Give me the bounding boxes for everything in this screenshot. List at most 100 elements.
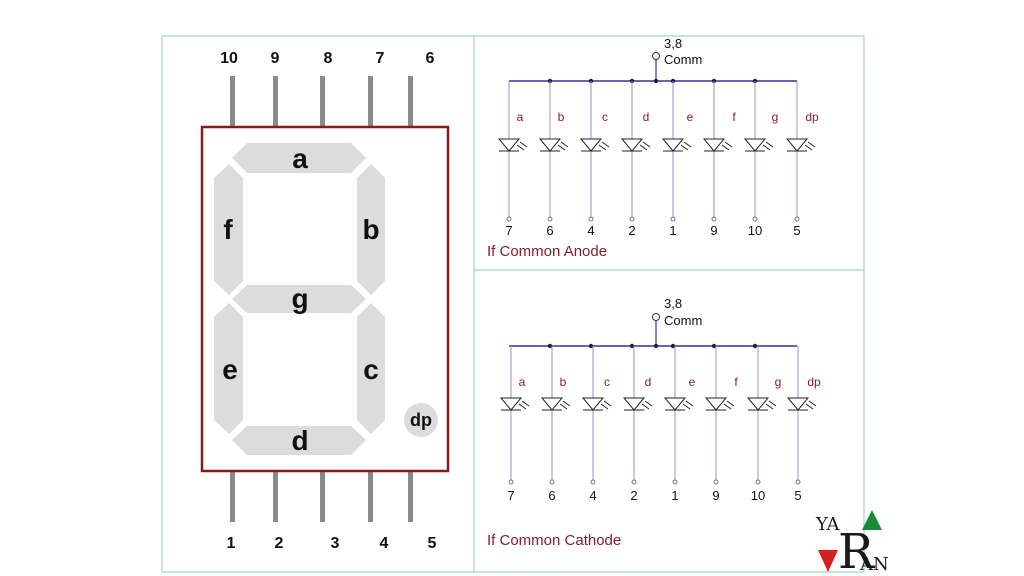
cathode-pin-number: 7: [507, 488, 514, 503]
cathode-led-arrow: [685, 400, 694, 407]
bottom-pin-leads: [230, 471, 413, 522]
cathode-pin-terminal: [549, 479, 555, 485]
anode-pin-number: 7: [505, 223, 512, 238]
cathode-led-icon: [540, 397, 571, 411]
bottom-pin-number: 4: [380, 535, 389, 552]
cathode-comm-label: Comm: [664, 313, 702, 328]
cathode-pin-number: 6: [548, 488, 555, 503]
cathode-led-triangle: [540, 397, 564, 411]
pin-lead-6: [408, 76, 413, 127]
yaran-logo: YA R AN: [815, 510, 889, 576]
anode-pin-number: 9: [710, 223, 717, 238]
anode-led-label: a: [517, 110, 524, 124]
anode-comm-label: Comm: [664, 52, 702, 67]
junction-dot: [629, 343, 635, 349]
anode-led-triangle: [743, 138, 767, 152]
anode-led-arrow: [724, 141, 733, 148]
anode-pin-terminal: [711, 216, 717, 222]
anode-comm-pins: 3,8: [664, 36, 682, 51]
segments: [214, 143, 438, 455]
pin-lead-1: [230, 471, 235, 522]
pin-lead-4: [368, 471, 373, 522]
anode-led-arrow: [519, 141, 528, 148]
anode-led-label: e: [687, 110, 694, 124]
pin-lead-10: [230, 76, 235, 127]
cathode-led-arrow: [559, 403, 568, 410]
pin-lead-5: [408, 471, 413, 522]
cathode-pin-terminal: [672, 479, 678, 485]
cathode-led-arrow: [805, 403, 814, 410]
anode-led-arrow: [560, 141, 569, 148]
anode-led-triangle: [661, 138, 685, 152]
cathode-pin-number: 9: [712, 488, 719, 503]
segment-a-shape: [232, 143, 366, 173]
segment-b-label: b: [362, 214, 379, 245]
segment-c-shape: [357, 303, 385, 434]
anode-led-icon: [620, 138, 651, 152]
logo-text-ya: YA: [815, 514, 840, 535]
segment-f-shape: [214, 164, 243, 295]
top-pin-number: 7: [376, 50, 385, 67]
anode-led-arrow: [804, 144, 813, 151]
anode-caption: If Common Anode: [487, 243, 607, 260]
common-anode-circuit: 3,8 Comm a b c d e f g dp 7 6 4 2 1: [487, 36, 819, 260]
segment-dp-label: dp: [410, 410, 432, 430]
logo-green-triangle-icon: [862, 510, 882, 530]
segment-e-shape: [214, 303, 243, 434]
cathode-pin-terminal: [713, 479, 719, 485]
anode-led-triangle: [785, 138, 809, 152]
anode-pin-terminal: [547, 216, 553, 222]
cathode-led-arrow: [682, 403, 691, 410]
junction-dot: [670, 343, 676, 349]
display-package: a b f g e c d dp 10 9 8 7 6 1 2 3 4 5: [200, 50, 450, 552]
cathode-led-triangle: [581, 397, 605, 411]
cathode-led-label: f: [734, 375, 738, 389]
segment-a-label: a: [292, 143, 308, 174]
cathode-led-triangle: [663, 397, 687, 411]
anode-led-arrow: [601, 141, 610, 148]
segment-d-label: d: [291, 425, 308, 456]
anode-led-labels: a b c d e f g dp: [517, 110, 819, 124]
cathode-pin-terminal: [755, 479, 761, 485]
cathode-led-triangle: [622, 397, 646, 411]
anode-pin-terminal: [629, 216, 635, 222]
cathode-led-arrow: [726, 400, 735, 407]
segment-c-label: c: [363, 354, 379, 385]
cathode-led-label: dp: [807, 375, 821, 389]
bottom-pin-number: 1: [227, 535, 236, 552]
pin-lead-3: [320, 471, 325, 522]
junction-dot: [653, 343, 659, 349]
cathode-led-arrow: [518, 403, 527, 410]
cathode-led-icon: [499, 397, 530, 411]
cathode-led-label: g: [775, 375, 782, 389]
junction-dot: [711, 343, 717, 349]
cathode-led-triangle: [704, 397, 728, 411]
segment-labels: a b f g e c d dp: [222, 143, 432, 456]
segment-b-shape: [357, 164, 385, 295]
cathode-led-arrow: [768, 400, 777, 407]
segment-d-shape: [232, 426, 366, 455]
cathode-led-icon: [581, 397, 612, 411]
cathode-led-arrow: [765, 403, 774, 410]
cathode-led-icon: [746, 397, 777, 411]
anode-led-arrow: [680, 144, 689, 151]
anode-led-arrow: [765, 141, 774, 148]
cathode-led-label: d: [645, 375, 652, 389]
cathode-led-label: c: [604, 375, 610, 389]
cathode-led-triangle: [499, 397, 523, 411]
segment-f-label: f: [223, 214, 233, 245]
anode-led-arrow: [683, 141, 692, 148]
cathode-led-label: a: [519, 375, 526, 389]
anode-led-icon: [497, 138, 528, 152]
cathode-led-icon: [704, 397, 735, 411]
cathode-led-label: e: [689, 375, 696, 389]
cathode-pin-numbers: 7 6 4 2 1 9 10 5: [507, 488, 801, 503]
anode-pin-number: 2: [628, 223, 635, 238]
cathode-led-arrow: [808, 400, 817, 407]
anode-led-icon: [785, 138, 816, 152]
anode-led-arrow: [557, 144, 566, 151]
logo-text-an: AN: [859, 554, 889, 575]
anode-led-arrow: [807, 141, 816, 148]
bottom-pin-numbers: 1 2 3 4 5: [227, 535, 437, 552]
